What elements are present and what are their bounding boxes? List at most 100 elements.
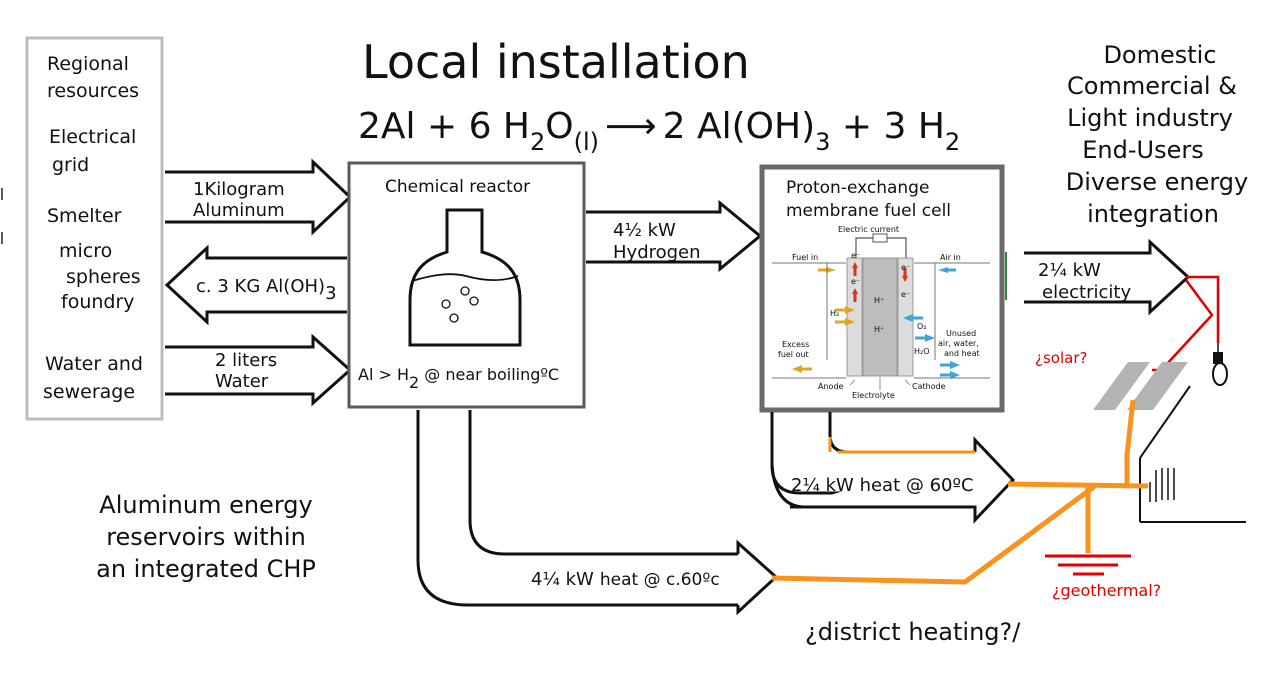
resources-item: foundry — [61, 291, 135, 313]
aluminum-label: Aluminum — [193, 200, 285, 221]
o2-arrow — [913, 316, 923, 320]
excess-fuel-arrow — [792, 365, 802, 373]
end-users-line: Light industry — [1067, 104, 1233, 132]
h2o-label: H₂O — [914, 347, 930, 356]
flask-outline — [408, 208, 522, 347]
tagline-line: an integrated CHP — [96, 555, 316, 583]
bubble — [449, 313, 459, 323]
end-users-line: integration — [1087, 200, 1219, 228]
electron-label: e⁻ — [901, 290, 910, 299]
panel-strip — [1093, 362, 1150, 410]
tagline: Aluminum energy reservoirs within an int… — [96, 491, 316, 583]
hydroxide-output-arrow: c. 3 KG Al(OH)3 — [164, 244, 347, 326]
district-heating-label: ¿district heating?/ — [805, 618, 1021, 646]
resources-box — [25, 36, 164, 421]
end-users-line: Domestic — [1103, 41, 1216, 69]
o2-arrow — [903, 314, 913, 322]
electron-arrow — [852, 288, 858, 294]
o2-label: O₂ — [917, 322, 927, 331]
bubble — [460, 286, 470, 296]
fuel-in-label: Fuel in — [792, 253, 818, 262]
load-icon — [872, 233, 888, 243]
water-input-arrow: 2 liters Water — [165, 333, 353, 407]
electricity-label: electricity — [1042, 282, 1131, 303]
fuel-cell-schematic: Electric current Fuel in Air in H₂ — [772, 225, 990, 400]
fuel-cell-heat-arrow: 2¼ kW heat @ 60ºC — [770, 412, 1016, 524]
reactor-heat-power: 4¼ kW — [531, 569, 594, 590]
caption-text: Al > H — [358, 365, 409, 384]
arrow-head — [790, 436, 1016, 524]
chemical-reactor: Chemical reactor Al > H2 @ near boilingº… — [347, 161, 586, 409]
resources-item: grid — [52, 154, 89, 176]
h2-arrow — [845, 306, 855, 314]
regional-resources-panel: Regional resources Electrical grid Smelt… — [25, 36, 164, 421]
resources-item: Electrical — [49, 126, 136, 148]
orange-pipe — [1124, 399, 1136, 486]
radiator-icon — [1149, 468, 1175, 502]
hydrogen-arrow: 4½ kW Hydrogen — [586, 199, 763, 273]
unused-label: and heat — [944, 349, 980, 358]
end-users-block: Domestic Commercial & Light industry End… — [1066, 41, 1249, 228]
anode-label: Anode — [818, 382, 844, 391]
solar-panel-icon — [1093, 362, 1246, 523]
arrow-shape — [164, 244, 347, 326]
geothermal-label: ¿geothermal? — [1052, 581, 1161, 600]
eq-rhs: + 3 H — [830, 106, 944, 147]
h2-arrow — [835, 320, 845, 324]
cathode-label: Cathode — [912, 382, 946, 391]
hydrogen-label: 4½ kW — [613, 220, 676, 241]
air-in-label: Air in — [940, 253, 961, 262]
eq-rhs: 2 Al(OH) — [663, 106, 815, 147]
reaction-equation: 2Al + 6 H2O(l)⟶2 Al(OH)3 + 3 H2 — [358, 106, 960, 156]
electrolyte-label: Electrolyte — [852, 391, 895, 400]
h2o-arrow — [925, 334, 935, 342]
unused-label: Unused — [946, 329, 976, 338]
eq-sub: (l) — [574, 128, 599, 156]
arrow-head — [736, 539, 779, 616]
unused-arrow — [940, 373, 950, 377]
resources-item: Smelter — [47, 205, 122, 227]
electron-label: e⁻ — [851, 251, 860, 260]
proton-label: H⁺ — [874, 296, 884, 305]
electricity-arrow: 2¼ kW electricity — [1005, 238, 1191, 316]
label-leader — [849, 379, 856, 386]
hydrogen-label: Hydrogen — [613, 242, 701, 263]
aluminum-input-arrow: 1Kilogram Aluminum — [165, 158, 353, 236]
heat-network: ¿geothermal? — [771, 399, 1161, 600]
heat-curve — [416, 410, 738, 607]
tagline-line: reservoirs within — [106, 523, 306, 551]
diagram-title: Local installation — [362, 35, 750, 89]
eq-arrow: ⟶ — [605, 106, 657, 147]
reactor-title: Chemical reactor — [385, 177, 530, 197]
fuel-cell-title: Proton-exchange — [786, 178, 929, 198]
excess-fuel-label: fuel out — [778, 350, 809, 359]
electron-arrow — [852, 262, 858, 268]
anode-layer — [846, 257, 863, 377]
excess-fuel-label: Excess — [782, 340, 809, 349]
electron-arrow — [903, 268, 907, 276]
light-bulb-icon — [1212, 362, 1228, 386]
h2-label: H₂ — [830, 309, 839, 318]
water-label: 2 liters — [215, 350, 277, 371]
fc-heat-label: 2¼ kW heat @ 60ºC — [791, 475, 974, 496]
hydroxide-sub: 3 — [325, 283, 336, 304]
flask-icon — [408, 208, 522, 347]
electron-arrow — [853, 268, 857, 276]
unused-arrow — [950, 361, 960, 369]
resources-item: Water and — [45, 353, 143, 375]
orange-pipe — [771, 483, 1097, 585]
unused-arrow — [940, 363, 950, 367]
unused-arrow — [950, 371, 960, 379]
h2o-arrow — [915, 336, 925, 340]
resources-item: sewerage — [43, 381, 135, 403]
resources-item: Regional — [47, 53, 129, 75]
electrolyte-layer — [862, 257, 898, 377]
hydroxide-text: c. 3 KG Al(OH) — [196, 276, 325, 297]
eq-sub: 2 — [530, 128, 545, 156]
red-wire — [1165, 279, 1214, 366]
h2-arrow — [835, 308, 845, 312]
caption-sub: 2 — [409, 373, 419, 392]
resources-item: resources — [47, 80, 139, 102]
